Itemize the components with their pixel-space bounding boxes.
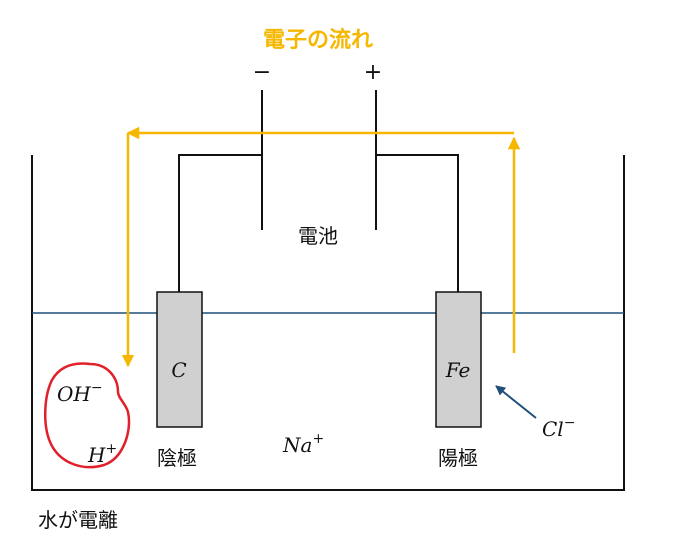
ion-sodium: Na+ bbox=[282, 431, 324, 457]
water-ion-highlight-circle bbox=[44, 362, 131, 469]
wire-anode bbox=[376, 154, 459, 292]
caption-water-dissociation: 水が電離 bbox=[38, 508, 118, 532]
chloride-migration-arrow bbox=[495, 385, 537, 419]
ion-hydrogen: H+ bbox=[87, 441, 117, 467]
anode-symbol: Fe bbox=[445, 358, 471, 382]
battery-minus-sign: − bbox=[253, 60, 271, 85]
diagram-title: 電子の流れ bbox=[263, 27, 373, 53]
ion-chloride: Cl− bbox=[542, 415, 575, 441]
cathode-electrode bbox=[156, 291, 203, 428]
anode-electrode bbox=[435, 291, 482, 428]
wire-cathode bbox=[178, 154, 262, 292]
battery-plus-sign: + bbox=[364, 60, 382, 85]
cathode-symbol: C bbox=[171, 358, 186, 382]
anode-label: 陽極 bbox=[438, 446, 478, 470]
battery-label: 電池 bbox=[298, 224, 338, 248]
beaker bbox=[31, 155, 625, 491]
ion-hydroxide: OH− bbox=[57, 380, 103, 406]
cathode-label: 陰極 bbox=[157, 446, 197, 470]
